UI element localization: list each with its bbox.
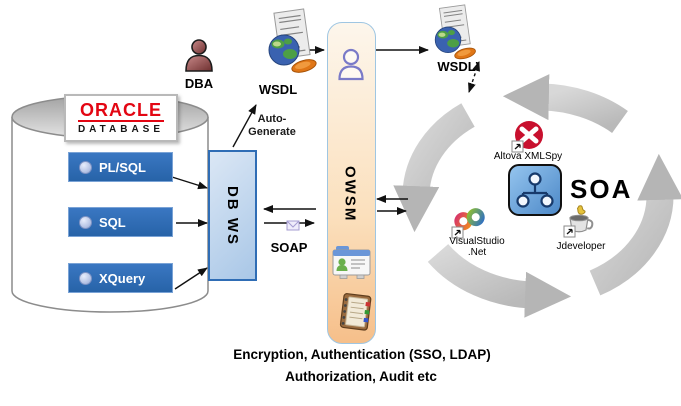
soap-label: SOAP bbox=[270, 240, 308, 255]
autogen-line1: Auto- bbox=[257, 113, 287, 125]
db-layer-xquery: XQuery bbox=[68, 263, 173, 293]
visualstudio-net-icon bbox=[450, 206, 490, 245]
jdeveloper-label: Jdeveloper bbox=[556, 241, 606, 252]
orange-disk-icon bbox=[291, 59, 317, 73]
owsm-label: OWSM bbox=[341, 166, 359, 223]
oracle-product-text: DATABASE bbox=[77, 124, 165, 135]
autogenerate-arrow bbox=[232, 104, 257, 148]
db-layer-label: PL/SQL bbox=[99, 159, 146, 175]
soa-icon bbox=[508, 164, 562, 216]
autogen-line2: Generate bbox=[248, 126, 296, 138]
db-layer-plsql: PL/SQL bbox=[68, 152, 173, 182]
ring-left-arrow bbox=[393, 103, 475, 233]
user-outline-icon bbox=[337, 48, 365, 87]
plsql-to-dbws-arrow bbox=[171, 176, 208, 190]
orange-disk-icon bbox=[454, 47, 476, 60]
bullet-icon bbox=[79, 271, 92, 285]
wsdl-prime-label: WSDL’ bbox=[437, 59, 479, 74]
xquery-to-dbws-arrow bbox=[174, 267, 208, 290]
visualstudio-label-line2: .Net bbox=[467, 247, 487, 258]
soa-cycle-ring bbox=[393, 74, 681, 318]
address-book-icon bbox=[339, 293, 375, 338]
db-layer-sql: SQL bbox=[68, 207, 173, 237]
db-layer-label: XQuery bbox=[99, 270, 146, 286]
db-layer-label: SQL bbox=[99, 214, 126, 230]
globe-icon bbox=[434, 26, 462, 54]
dbws-label: DB WS bbox=[224, 185, 241, 246]
ring-top-arrow bbox=[502, 74, 628, 134]
soa-label: SOA bbox=[570, 174, 633, 204]
jdeveloper-icon bbox=[560, 204, 600, 245]
bullet-icon bbox=[79, 160, 92, 174]
altova-xmlspy-label: Altova XMLSpy bbox=[493, 151, 563, 162]
footer-line1: Encryption, Authentication (SSO, LDAP) bbox=[233, 347, 491, 362]
dba-label: DBA bbox=[184, 76, 214, 91]
wsdl-label: WSDL bbox=[258, 82, 298, 97]
envelope-icon bbox=[286, 220, 300, 231]
wsdl-prime-document-icon bbox=[428, 4, 480, 67]
oracle-database-logo: ORACLE DATABASE bbox=[64, 94, 178, 142]
altova-xmlspy-icon bbox=[510, 120, 546, 159]
dbws-box: DB WS bbox=[208, 150, 257, 281]
bullet-icon bbox=[79, 215, 92, 229]
dba-person-icon bbox=[182, 38, 216, 79]
wsdlprime-soa-dashed-arrow bbox=[468, 61, 480, 93]
footer-line2: Authorization, Audit etc bbox=[285, 369, 437, 384]
id-card-icon bbox=[332, 246, 372, 284]
ring-right-arrow bbox=[589, 153, 681, 296]
oracle-brand-text: ORACLE bbox=[78, 100, 164, 122]
globe-icon bbox=[268, 34, 300, 66]
visualstudio-label-line1: VisualStudio bbox=[449, 236, 505, 247]
wsdl-document-icon bbox=[262, 8, 320, 81]
ring-bottom-arrow bbox=[427, 243, 572, 318]
